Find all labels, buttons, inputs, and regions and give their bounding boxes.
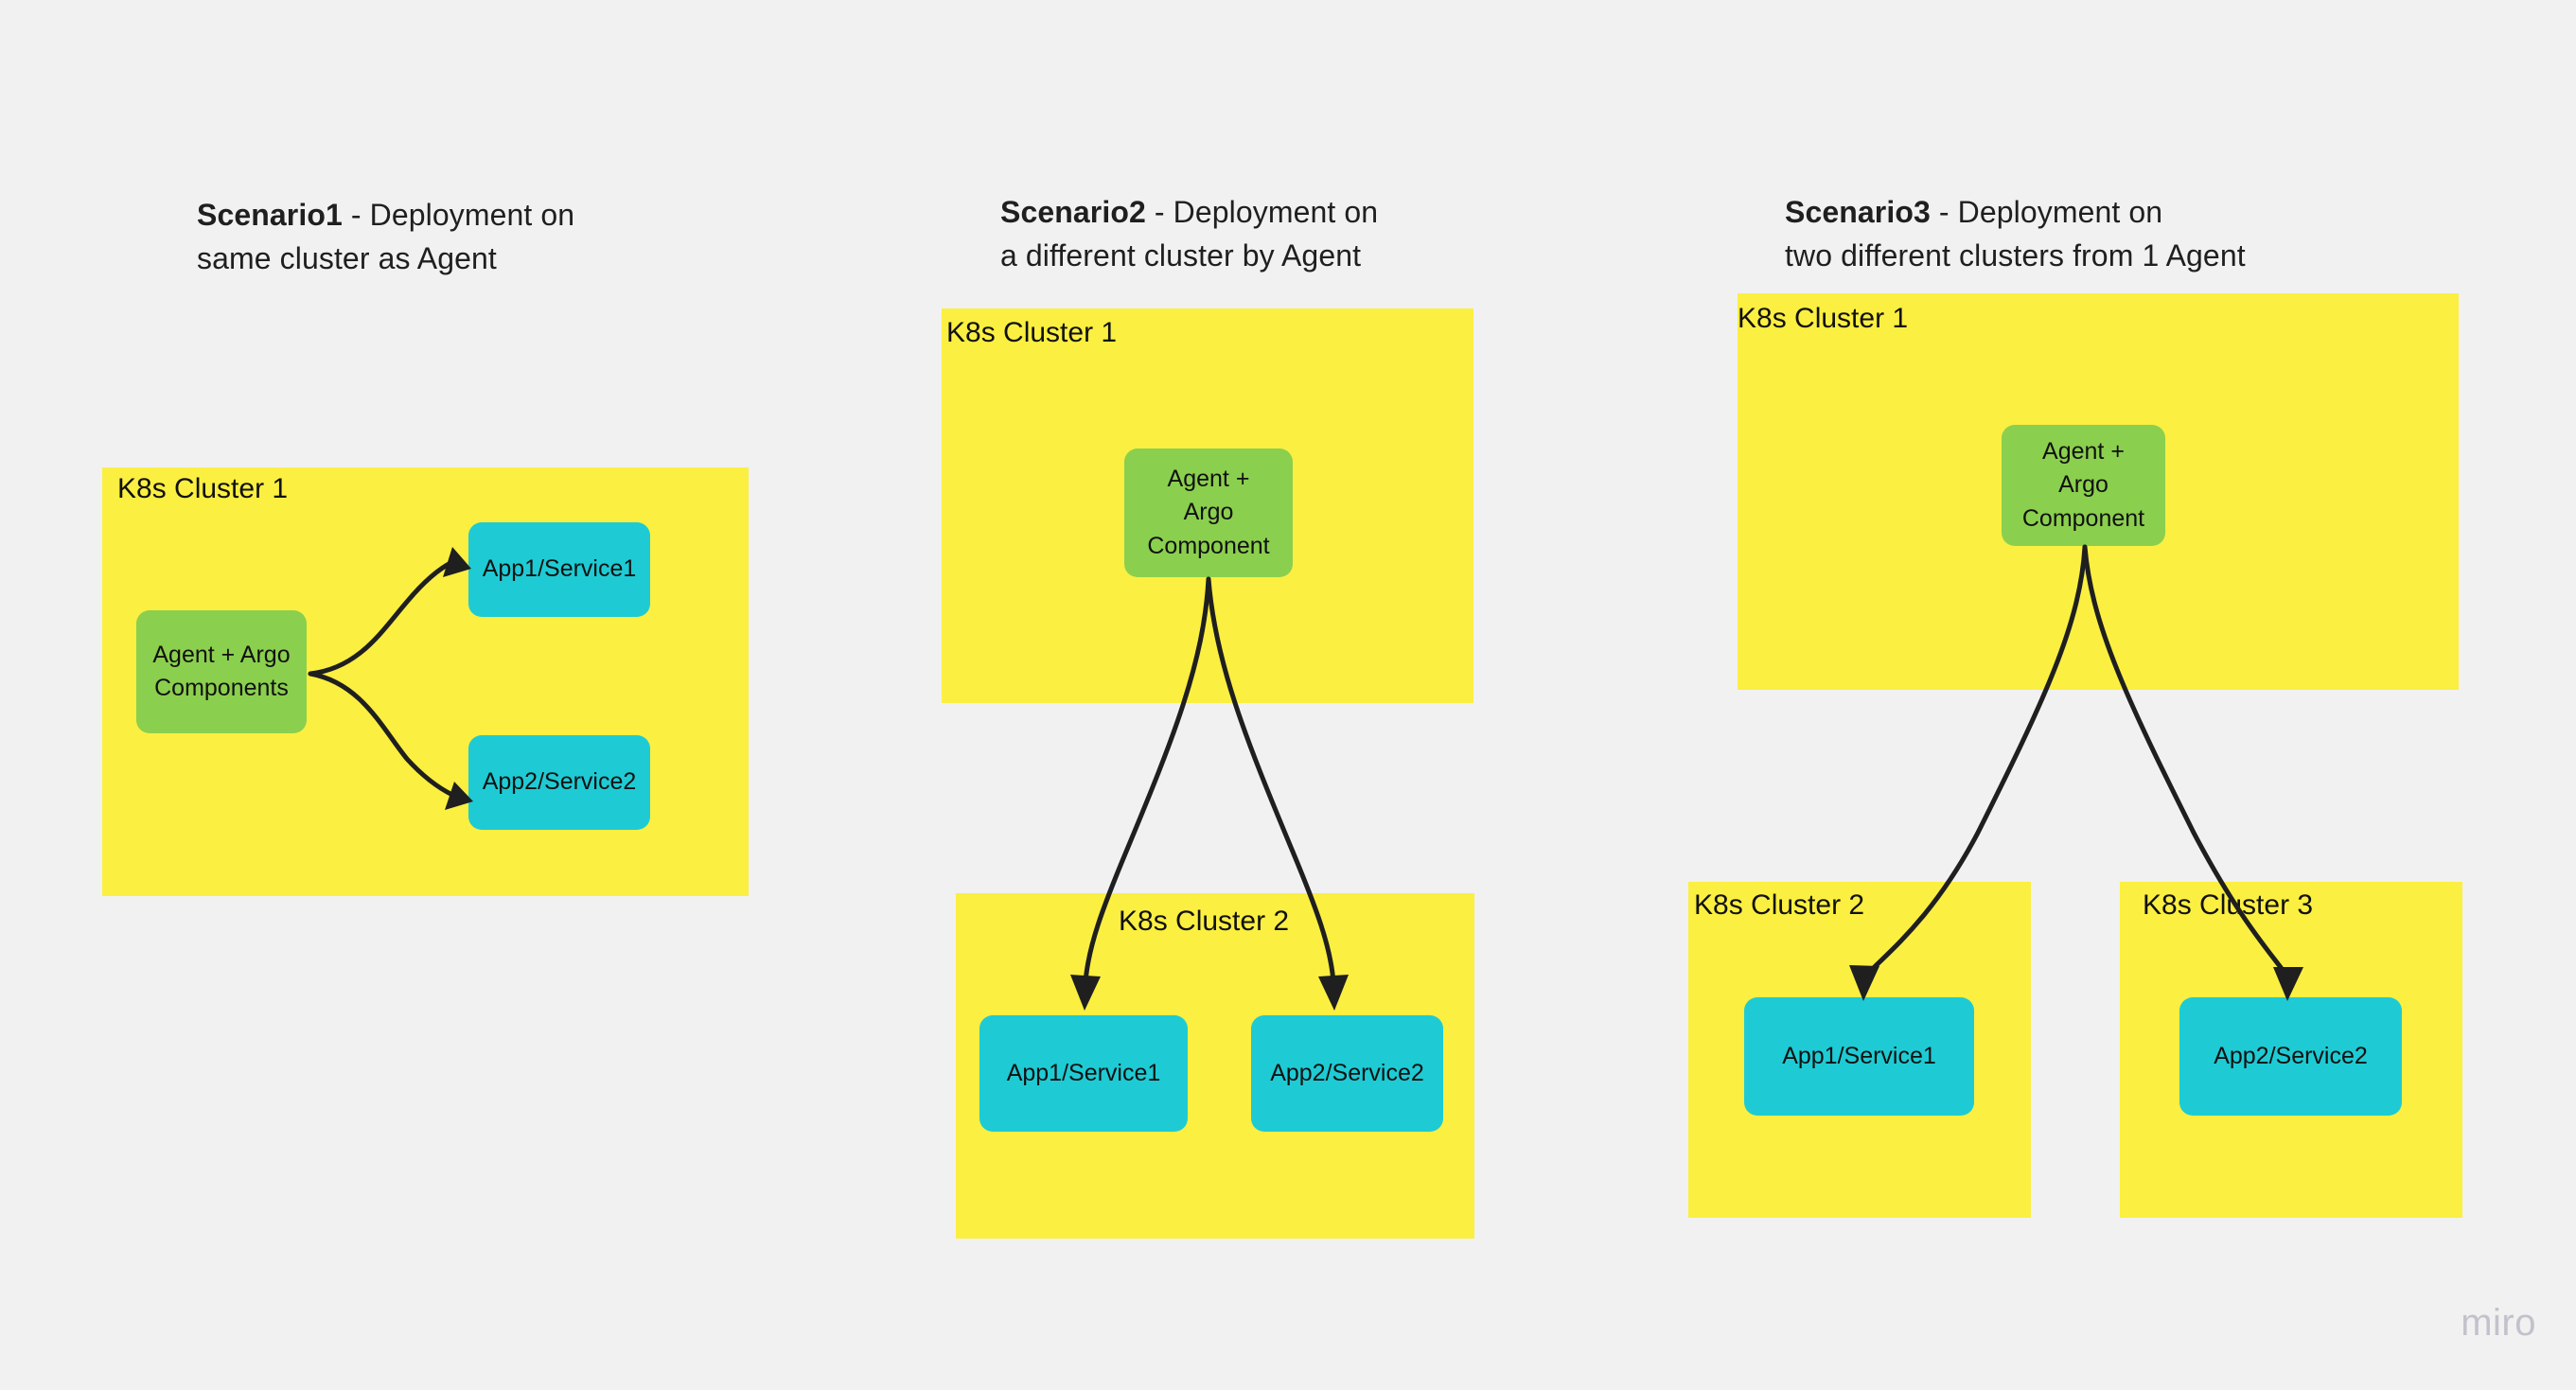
scenario-3-title-rest: - Deployment on two different clusters f… — [1785, 195, 2246, 273]
scenario-2-title-strong: Scenario2 — [1000, 195, 1146, 230]
scenario-3-title: Scenario3 - Deployment on two different … — [1785, 149, 2246, 277]
scenario-2-title: Scenario2 - Deployment on a different cl… — [1000, 149, 1378, 277]
scenario-1-title-rest: - Deployment on same cluster as Agent — [197, 198, 575, 275]
scenario-3-agent-node[interactable]: Agent + Argo Component — [2002, 425, 2165, 546]
scenario-3-cluster-1-label: K8s Cluster 1 — [1738, 303, 1909, 334]
scenario-1-app2-node[interactable]: App2/Service2 — [468, 735, 650, 830]
scenario-3-app1-node[interactable]: App1/Service1 — [1744, 997, 1974, 1116]
scenario-2-title-rest: - Deployment on a different cluster by A… — [1000, 195, 1379, 273]
scenario-1-title: Scenario1 - Deployment on same cluster a… — [197, 151, 574, 280]
scenario-1-cluster-1-label: K8s Cluster 1 — [117, 473, 289, 504]
scenario-2-app1-node[interactable]: App1/Service1 — [979, 1015, 1188, 1132]
scenario-1-title-strong: Scenario1 — [197, 198, 343, 233]
scenario-3-title-strong: Scenario3 — [1785, 195, 1931, 230]
scenario-1-agent-node[interactable]: Agent + Argo Components — [136, 610, 307, 733]
miro-watermark: miro — [2461, 1302, 2536, 1344]
scenario-3-app2-node[interactable]: App2/Service2 — [2179, 997, 2402, 1116]
scenario-3-cluster-2-label: K8s Cluster 2 — [1694, 889, 1865, 921]
scenario-2-cluster-1-label: K8s Cluster 1 — [946, 317, 1118, 348]
scenario-1-app1-node[interactable]: App1/Service1 — [468, 522, 650, 617]
scenario-2-agent-node[interactable]: Agent + Argo Component — [1124, 449, 1293, 577]
scenario-3-cluster-3-label: K8s Cluster 3 — [2143, 889, 2314, 921]
scenario-2-app2-node[interactable]: App2/Service2 — [1251, 1015, 1443, 1132]
scenario-2-cluster-2-label: K8s Cluster 2 — [1119, 906, 1290, 937]
